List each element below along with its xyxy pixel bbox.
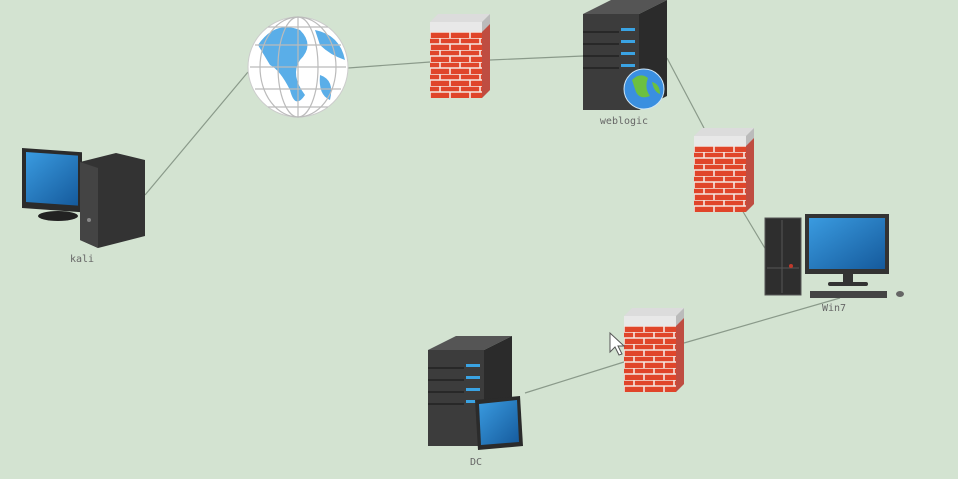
dc-server-icon[interactable] <box>427 335 523 450</box>
firewall-3-icon[interactable] <box>624 308 684 392</box>
link-win7-firewall3 <box>683 297 841 344</box>
link-internet-firewall1 <box>347 61 431 69</box>
link-firewall1-weblogic <box>489 55 584 61</box>
weblogic-label: weblogic <box>599 116 649 127</box>
kali-computer-icon[interactable] <box>22 148 145 248</box>
monitor-badge-icon <box>475 396 523 450</box>
link-firewall2-win7 <box>741 209 767 251</box>
weblogic-server-icon[interactable] <box>582 0 668 111</box>
firewall-2-icon[interactable] <box>694 128 754 212</box>
win7-computer-icon[interactable] <box>764 214 904 298</box>
firewall-1-icon[interactable] <box>430 14 490 98</box>
link-kali-internet <box>144 71 249 196</box>
globe-badge-icon <box>623 68 665 110</box>
internet-globe-icon[interactable] <box>247 16 349 118</box>
win7-label: Win7 <box>821 303 847 314</box>
links <box>144 55 841 394</box>
mouse-cursor-icon <box>609 331 626 356</box>
link-firewall3-dc <box>524 361 625 394</box>
kali-label: kali <box>69 254 95 265</box>
link-weblogic-firewall2 <box>666 57 705 129</box>
dc-label: DC <box>469 457 483 468</box>
